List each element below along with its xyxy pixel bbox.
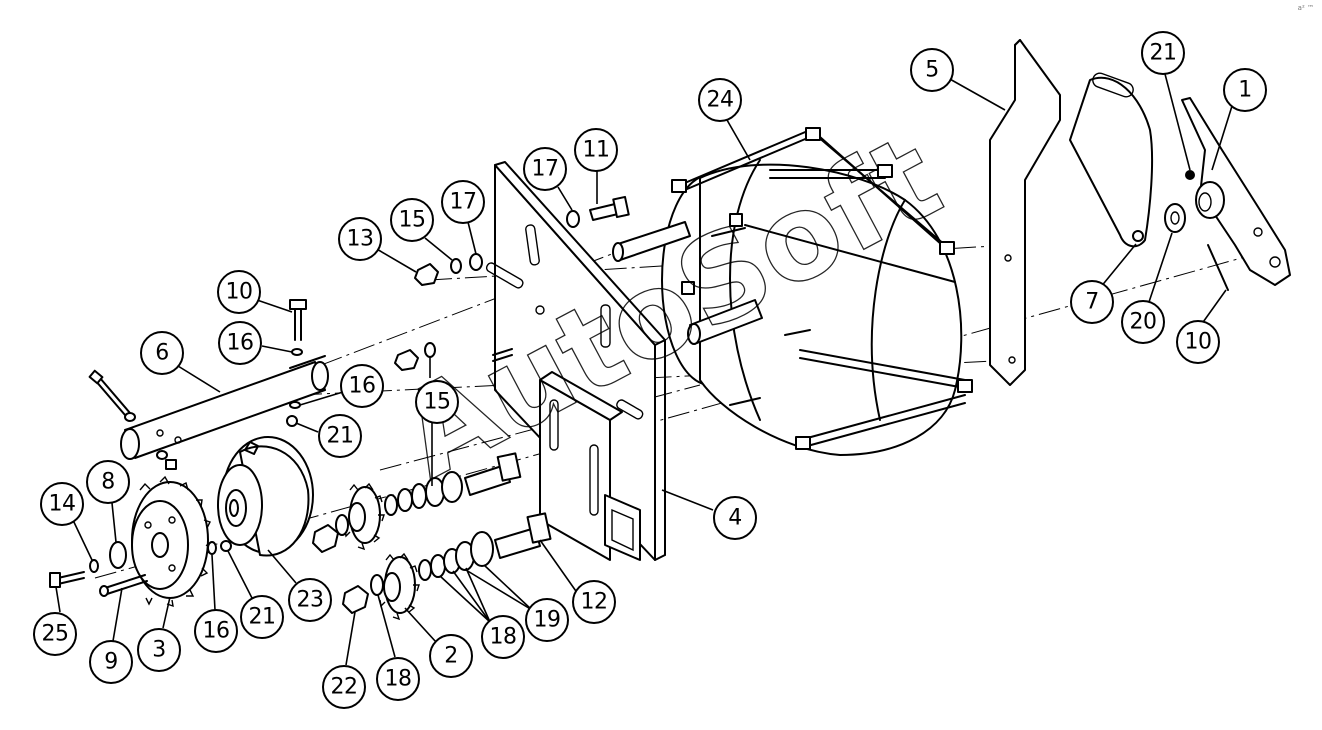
upper-hardware	[414, 195, 630, 286]
callout-10-left: 10	[226, 280, 253, 305]
callout-25: 25	[42, 622, 69, 647]
mounting-plate	[485, 161, 666, 561]
callout-20: 20	[1130, 310, 1157, 335]
callout-18-lower: 18	[385, 667, 412, 692]
bracket-plate	[989, 39, 1061, 386]
bolt-10-upper	[286, 299, 307, 427]
callout-5: 5	[925, 58, 939, 83]
callout-6: 6	[155, 341, 169, 366]
callout-2: 2	[444, 644, 458, 669]
callouts: 1 2 3 4 5 6 7 8 9 10	[33, 31, 1267, 709]
callout-22: 22	[331, 675, 358, 700]
callout-23: 23	[297, 588, 324, 613]
callout-13: 13	[347, 227, 374, 252]
callout-1: 1	[1238, 78, 1252, 103]
callout-11: 11	[583, 138, 610, 163]
callout-17-left: 17	[450, 190, 477, 215]
callout-21-lower: 21	[249, 605, 276, 630]
electric-clutch	[217, 436, 314, 557]
callout-16-lower: 16	[203, 619, 230, 644]
callout-21-top: 21	[1150, 41, 1177, 66]
callout-3: 3	[152, 638, 166, 663]
callout-19: 19	[534, 608, 561, 633]
callout-18-middle: 18	[490, 625, 517, 650]
callout-21-middle: 21	[327, 424, 354, 449]
callout-17-right: 17	[532, 157, 559, 182]
electric-motor	[612, 127, 973, 456]
callout-4: 4	[728, 506, 742, 531]
idler-shaft-tube	[88, 355, 329, 470]
callout-9: 9	[104, 650, 118, 675]
callout-10-right: 10	[1185, 330, 1212, 355]
callout-14: 14	[49, 492, 76, 517]
left-hardware	[49, 540, 232, 597]
callout-7: 7	[1085, 290, 1099, 315]
callout-16-upper: 16	[227, 331, 254, 356]
middle-hardware	[384, 342, 552, 581]
callout-16-middle: 16	[349, 374, 376, 399]
callout-12: 12	[581, 590, 608, 615]
tension-arm	[1181, 97, 1291, 291]
corner-mark: a² ™	[1297, 4, 1314, 12]
callout-24: 24	[707, 88, 734, 113]
callout-15-middle: 15	[424, 390, 451, 415]
callout-15-upper: 15	[399, 208, 426, 233]
callout-8: 8	[101, 470, 115, 495]
sprockets	[131, 475, 420, 621]
washer-20	[1164, 203, 1186, 233]
chain-cover	[1069, 72, 1154, 248]
